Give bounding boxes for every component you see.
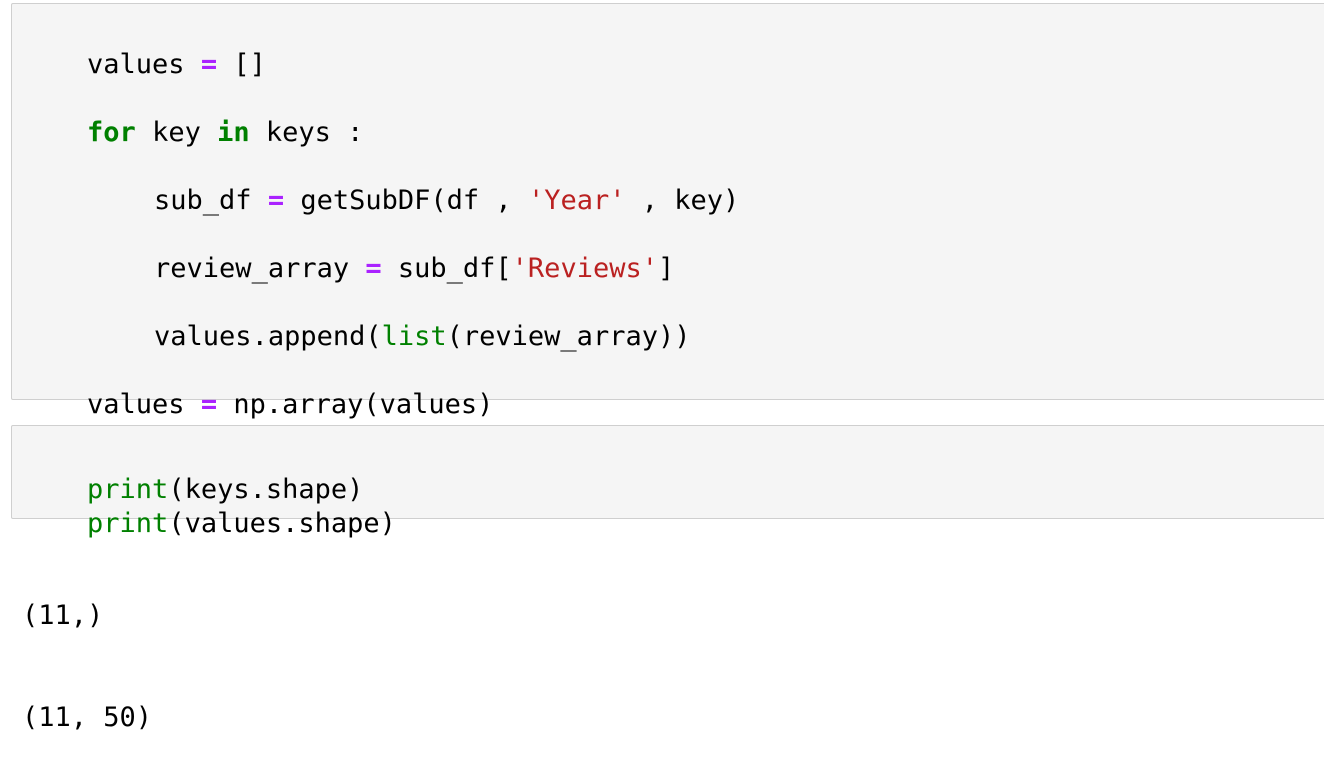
code-line: values = [] [22,14,266,80]
code-token: = [267,185,285,216]
code-token: sub_df [154,185,268,216]
code-token: print [87,508,169,539]
code-token: [] [217,49,266,80]
code-token: 'Reviews' [511,253,658,284]
code-line: values = np.array(values) [22,354,493,420]
code-token: keys : [249,117,364,148]
code-token: 'Year' [527,185,626,216]
code-token: values [87,389,201,420]
code-token: values.append( [154,321,382,352]
code-line: for key in keys : [22,82,363,148]
code-cell-2[interactable]: print(keys.shape) print(values.shape) [11,425,1324,539]
code-cell-1[interactable]: values = [] for key in keys : sub_df = g… [11,3,1324,420]
code-token: (review_array)) [446,321,691,352]
code-token: (keys.shape) [168,474,364,505]
code-token: getSubDF(df , [284,185,528,216]
code-token: in [217,117,250,148]
code-token: np.array(values) [217,389,494,420]
code-token: list [381,321,447,352]
code-token: = [200,49,218,80]
code-line: sub_df = getSubDF(df , 'Year' , key) [22,150,739,216]
code-line: review_array = sub_df['Reviews'] [22,218,674,284]
code-token: = [200,389,218,420]
code-token: ] [657,253,675,284]
code-line: values.append(list(review_array)) [22,286,690,352]
code-token: key [135,117,218,148]
code-token: for [87,117,136,148]
code-token: , key) [625,185,740,216]
code-token: review_array [154,253,366,284]
code-line: print(values.shape) [22,473,396,539]
cell-output: (11,) (11, 50) [22,531,152,769]
code-token: (values.shape) [168,508,396,539]
output-line: (11, 50) [22,702,153,733]
code-token: print [87,474,169,505]
code-token: = [365,253,382,284]
code-token: sub_df[ [381,253,512,284]
output-line: (11,) [22,600,104,631]
code-line: print(keys.shape) [22,439,363,505]
code-token: values [87,49,201,80]
